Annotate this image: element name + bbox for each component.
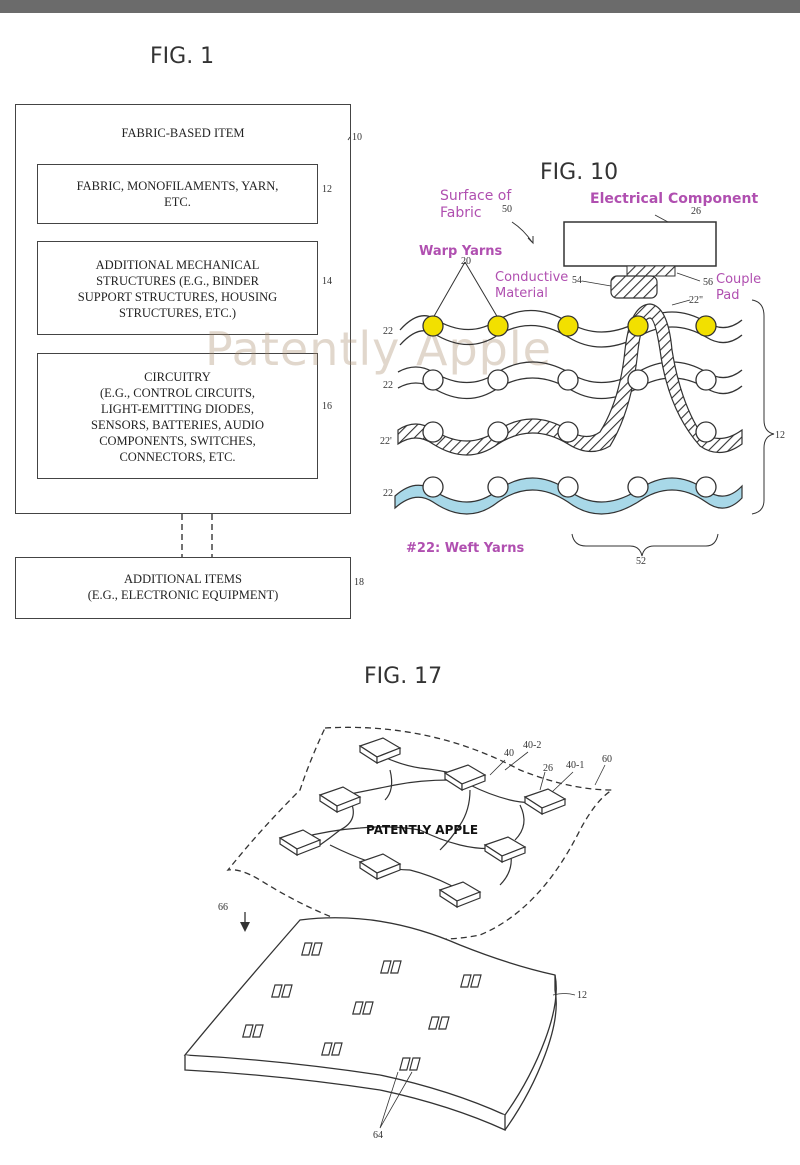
fig10-weave-diagram xyxy=(394,214,775,557)
ref-12: 12 xyxy=(322,184,332,195)
mechanical-structures-text: ADDITIONAL MECHANICAL STRUCTURES (E.G., … xyxy=(77,258,278,320)
surface-of-fabric-label: Surface of Fabric xyxy=(440,188,511,222)
ref-26: 26 xyxy=(691,206,701,217)
surface-label-line1: Surface of xyxy=(440,188,512,204)
warp-yarn xyxy=(422,369,444,391)
circuitry-box: CIRCUITRY (E.G., CONTROL CIRCUITS, LIGHT… xyxy=(37,353,318,479)
ref-40: 40 xyxy=(504,748,514,759)
ref-12-fig17: 12 xyxy=(577,990,587,1001)
surface-label-line2: Fabric xyxy=(440,205,482,221)
ref-66: 66 xyxy=(218,902,228,913)
warp-yarns-label: Warp Yarns xyxy=(419,244,503,259)
ref-54: 54 xyxy=(572,275,582,286)
patently-apple-watermark-fig17: PATENTLY APPLE xyxy=(366,823,479,837)
warp-yarn xyxy=(627,369,649,391)
fig17-title: FIG. 17 xyxy=(364,664,443,689)
warp-yarn xyxy=(487,369,509,391)
additional-items-text: ADDITIONAL ITEMS (E.G., ELECTRONIC EQUIP… xyxy=(87,572,279,602)
ref-56: 56 xyxy=(703,277,713,288)
ref-16: 16 xyxy=(322,401,332,412)
fabric-panel xyxy=(183,917,557,1116)
fabric-box-text: FABRIC, MONOFILAMENTS, YARN, ETC. xyxy=(76,179,279,209)
pad-pairs xyxy=(242,942,482,1071)
warp-yarn xyxy=(422,421,444,443)
fabric-box: FABRIC, MONOFILAMENTS, YARN, ETC. xyxy=(37,164,318,224)
warp-yarn xyxy=(487,421,509,443)
ref-22-row4: 22 xyxy=(383,488,393,499)
electrical-component xyxy=(563,221,717,267)
warp-yarn xyxy=(557,476,579,498)
warp-yarn xyxy=(422,476,444,498)
ref-40-2: 40-2 xyxy=(523,740,542,751)
fig1-title: FIG. 1 xyxy=(150,44,215,69)
ref-60: 60 xyxy=(602,754,612,765)
fig17-drawing xyxy=(183,726,615,1132)
ref-18: 18 xyxy=(354,577,364,588)
ref-50: 50 xyxy=(502,204,512,215)
couple-line1: Couple xyxy=(716,272,762,287)
warp-yarn xyxy=(695,315,717,337)
warp-yarn xyxy=(627,476,649,498)
ref-40-1: 40-1 xyxy=(566,760,585,771)
mechanical-structures-box: ADDITIONAL MECHANICAL STRUCTURES (E.G., … xyxy=(37,241,318,335)
couple-pad-label: Couple Pad xyxy=(716,272,761,304)
ref-20: 20 xyxy=(461,256,471,267)
ref-52: 52 xyxy=(636,556,646,567)
warp-yarn xyxy=(557,315,579,337)
ref-12-fig10: 12 xyxy=(775,430,785,441)
ref-22pp: 22" xyxy=(689,295,704,306)
ref-10: 10 xyxy=(352,132,362,143)
warp-yarn xyxy=(695,421,717,443)
conductive-line2: Material xyxy=(495,286,548,301)
couple-pad xyxy=(626,265,676,277)
conductive-material xyxy=(610,275,658,299)
electrical-component-label: Electrical Component xyxy=(590,191,759,207)
couple-line2: Pad xyxy=(716,288,740,303)
weft-yarns-label: #22: Weft Yarns xyxy=(406,541,525,556)
warp-yarn xyxy=(422,315,444,337)
warp-yarn xyxy=(487,476,509,498)
ref-14: 14 xyxy=(322,276,332,287)
warp-yarn xyxy=(557,421,579,443)
warp-yarn xyxy=(557,369,579,391)
additional-items-box: ADDITIONAL ITEMS (E.G., ELECTRONIC EQUIP… xyxy=(15,557,351,619)
flexible-substrate-outline xyxy=(226,726,615,940)
warp-yarn xyxy=(487,315,509,337)
warp-yarn xyxy=(695,369,717,391)
circuitry-text: CIRCUITRY (E.G., CONTROL CIRCUITS, LIGHT… xyxy=(91,370,264,464)
ref-22p: 22' xyxy=(380,436,392,447)
warp-yarn xyxy=(695,476,717,498)
ref-22-row1: 22 xyxy=(383,326,393,337)
fig10-title: FIG. 10 xyxy=(540,160,619,185)
warp-yarn xyxy=(627,315,649,337)
ref-26-fig17: 26 xyxy=(543,763,553,774)
ref-22-row2: 22 xyxy=(383,380,393,391)
conductive-line1: Conductive xyxy=(495,270,569,285)
ref-64: 64 xyxy=(373,1130,383,1141)
fabric-based-item-label: FABRIC-BASED ITEM xyxy=(121,126,245,140)
top-bar xyxy=(0,0,800,13)
conductive-material-label: Conductive Material xyxy=(495,270,568,302)
